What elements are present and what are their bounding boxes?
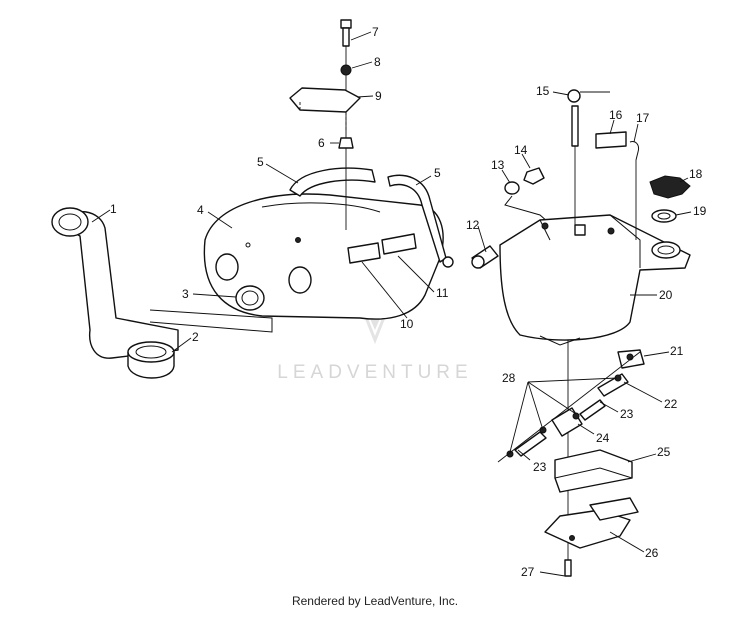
part-3-cap (235, 285, 265, 311)
part-22-hose (597, 373, 629, 397)
leader-lines (91, 31, 692, 577)
part-15-sensor (567, 89, 610, 225)
part-18-cap (649, 175, 691, 199)
part-20-oil-reservoir (499, 214, 691, 346)
part-25-shield (554, 449, 633, 493)
part-13-nut (504, 181, 520, 195)
callout-22: 22 (664, 397, 678, 411)
part-1-filler-neck (51, 207, 179, 359)
callout-26: 26 (645, 546, 659, 560)
part-8-washer (340, 64, 352, 76)
callout-4: 4 (197, 203, 204, 217)
callout-5b: 5 (434, 166, 441, 180)
callout-17: 17 (636, 111, 650, 125)
part-12-fitting (471, 245, 499, 269)
callout-20: 20 (659, 288, 673, 302)
part-23-hose (514, 399, 606, 457)
callout-3: 3 (182, 287, 189, 301)
callout-15: 15 (536, 84, 550, 98)
callout-1: 1 (110, 202, 117, 216)
part-26-bracket (544, 497, 639, 549)
callout-28: 28 (502, 371, 516, 385)
part-19-gasket (651, 209, 677, 223)
callout-23b: 23 (533, 460, 547, 474)
watermark-text: LEADVENTURE (277, 362, 472, 383)
part-17-probe (629, 141, 639, 240)
callout-14: 14 (514, 143, 528, 157)
callout-labels: 1 2 3 4 5 5 6 7 8 9 10 11 12 13 14 15 16… (110, 25, 707, 579)
callout-19: 19 (693, 204, 707, 218)
callout-18: 18 (689, 167, 703, 181)
callout-2: 2 (192, 330, 199, 344)
callout-5a: 5 (257, 155, 264, 169)
callout-13: 13 (491, 158, 505, 172)
callout-23a: 23 (620, 407, 634, 421)
callout-9: 9 (375, 89, 382, 103)
part-14-nut (523, 167, 545, 185)
part-16-wire (595, 131, 627, 149)
part-27-screw (564, 559, 572, 577)
part-9-bracket (289, 87, 361, 113)
callout-12: 12 (466, 218, 480, 232)
callout-21: 21 (670, 344, 684, 358)
callout-10: 10 (400, 317, 414, 331)
part-4-oil-tank (203, 193, 444, 320)
part-24-filter (551, 407, 583, 437)
part-2-clamp (127, 341, 175, 379)
callout-8: 8 (374, 55, 381, 69)
callout-27: 27 (521, 565, 535, 579)
callout-6: 6 (318, 136, 325, 150)
callout-25: 25 (657, 445, 671, 459)
callout-7: 7 (372, 25, 379, 39)
callout-16: 16 (609, 108, 623, 122)
part-5-hoses (289, 167, 454, 268)
callout-11: 11 (436, 286, 449, 300)
callout-24: 24 (596, 431, 610, 445)
part-6-grommet (338, 137, 354, 149)
footer-credit: Rendered by LeadVenture, Inc. (291, 594, 459, 608)
